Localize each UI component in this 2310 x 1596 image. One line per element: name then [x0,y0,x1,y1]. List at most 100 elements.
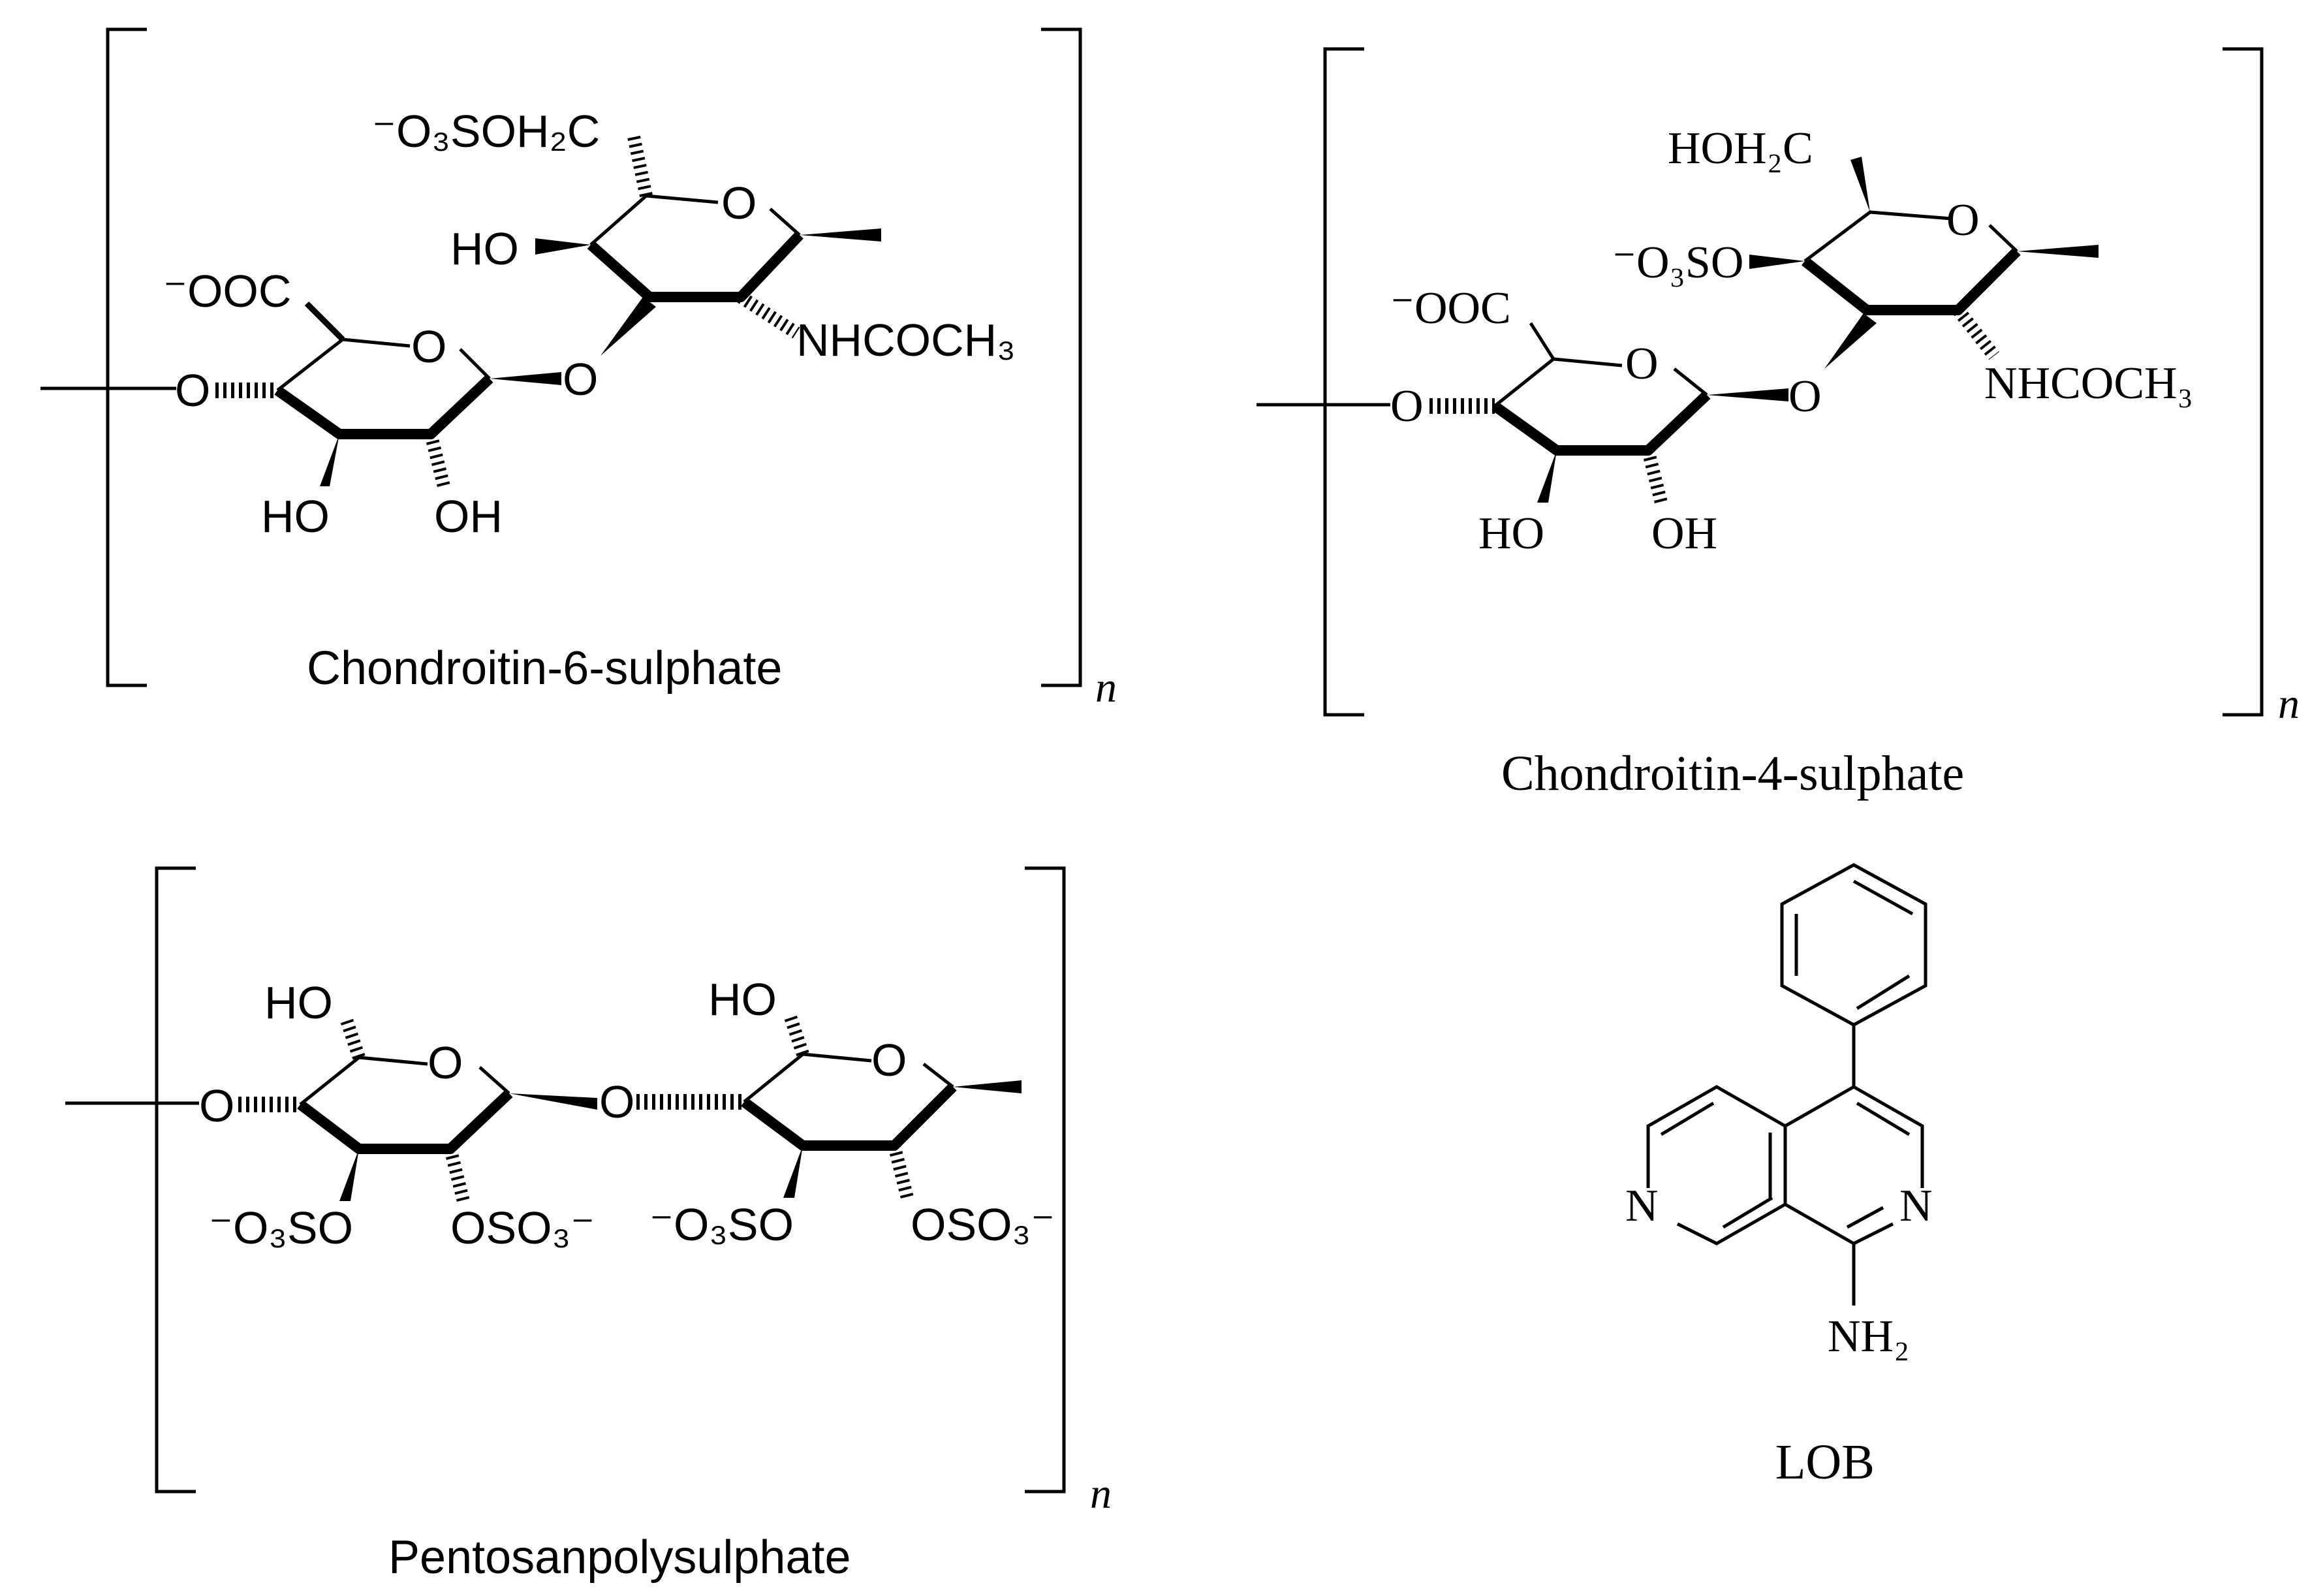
bracket-right [1025,866,1066,1494]
label-sulfate-ester: ⁻O₃SO [1612,238,1743,288]
label-glycosidic-oxygen: O [563,354,598,405]
bracket-right [2223,47,2264,717]
structure-pentosanpolysulphate: n O O HO ⁻O₃SO OSO₃⁻ O O HO ⁻O₃SO OSO₃⁻ … [65,866,1112,1584]
bond-carboxyl [1529,322,1555,360]
double-left-1 [1660,1101,1715,1136]
label-hydroxyl-c2: OH [434,491,503,542]
label-glycosidic-oxygen: O [1788,371,1822,422]
label-hydroxyl-c3: HO [261,491,330,542]
bracket-right [1041,27,1082,687]
ring-left-thin [276,337,411,392]
ring-right-thin [1803,210,1952,262]
wedge-methyl [800,228,881,242]
ring-a-o-bond [478,1066,510,1095]
label-hydroxyl-a: HO [264,977,333,1028]
bond-carboxyl [304,301,345,342]
wedge-ho-left [320,434,339,486]
double-right-1 [1856,1101,1911,1136]
wedge-ho-left [1537,450,1557,503]
ring-right-thin [589,194,719,246]
bracket-left [106,27,147,687]
ring-left [1646,1085,1787,1245]
caption-chondroitin-6-sulphate: Chondroitin-6-sulphate [307,642,782,695]
phenyl-double-2 [1856,974,1911,1010]
label-nitrogen-left: N [1625,1181,1659,1231]
label-ring-oxygen-left: O [1625,339,1659,389]
label-sulfate-a1: ⁻O₃SO [209,1202,353,1253]
label-ring-oxygen-right: O [721,178,757,228]
repeat-index: n [1090,1470,1112,1518]
label-carboxylate: ⁻OOC [1390,283,1511,334]
caption-lob: LOB [1775,1435,1875,1490]
hashed-nhac [737,291,800,339]
ring-right-bold [587,231,804,302]
bracket-left [155,866,196,1494]
ring-right-o-bond [769,208,801,236]
ring-left-o-bond [459,348,491,380]
label-ring-oxygen-right: O [1946,195,1980,245]
wedge-to-right-ring [601,297,656,356]
ring-left-thin [1493,357,1623,407]
label-carboxylate: ⁻OOC [163,266,291,317]
label-sulfate-b1: ⁻O₃SO [649,1199,794,1250]
label-nitrogen-right: N [1899,1181,1933,1231]
ring-b-o-bond [922,1063,954,1088]
wedge-sulfate-a1 [339,1149,359,1201]
label-amine: NH₂ [1828,1311,1910,1362]
phenyl-ring [1780,863,1928,1027]
structure-lob: N N NH₂ LOB [1625,863,1933,1490]
wedge-sulfate-b1 [783,1146,803,1198]
repeat-index: n [1095,664,1117,712]
label-ch2-sulfate: ⁻O₃SOH₂C [372,106,600,157]
ring-right-o-bond [1988,224,2018,253]
double-left-2 [1722,1196,1773,1229]
wedge-methyl [2017,245,2099,258]
label-ring-oxygen-left: O [411,321,446,372]
ring-left-bold [1491,391,1711,456]
wedge-methyl [953,1080,1022,1093]
wedge-sulfate [1749,255,1805,269]
hashed-oh-left [424,432,450,488]
ring-left-o-bond [1673,368,1708,396]
label-hydroxyl-c3: HO [1478,509,1544,559]
label-chain-oxygen: O [175,365,210,416]
label-sulfate-b2: OSO₃⁻ [911,1199,1055,1250]
label-acetamido: NHCOCH₃ [796,315,1016,366]
repeat-index: n [2278,680,2300,728]
label-sulfate-a2: OSO₃⁻ [450,1202,595,1253]
hashed-nhac [1953,305,1999,360]
ring-left-bold [274,375,493,439]
hashed-ho-b [783,1012,809,1057]
label-ring-oxygen-b: O [871,1035,907,1086]
wedge-glycosidic [490,372,561,385]
label-hydroxyl-c4: HO [450,223,519,274]
hashed-ho-a [339,1016,366,1060]
double-right-2 [1846,1206,1884,1229]
ring-b-bold [741,1083,957,1151]
hashed-sulfate-a2 [444,1147,470,1203]
wedge-ho-c4 [535,238,591,255]
label-acetamido: NHCOCH₃ [1984,358,2193,409]
ring-a-bold [297,1089,513,1154]
caption-chondroitin-4-sulphate: Chondroitin-4-sulphate [1501,746,1964,801]
phenyl-double-1 [1852,879,1914,916]
ring-right-bold [1802,247,2021,315]
label-ch2-group: HOH₂C [1668,123,1813,174]
label-chain-oxygen: O [1390,381,1424,431]
hashed-oh-left [1642,448,1668,505]
hashed-sulfate-b2 [888,1144,914,1200]
label-hydroxyl-c2: OH [1651,509,1717,559]
wedge-glycosidic [509,1093,597,1110]
structure-chondroitin-4-sulphate: n O O ⁻OOC HO OH O O HOH₂C ⁻O₃SO NHCOCH₃… [1256,47,2300,801]
hashed-ch2 [627,132,653,198]
wedge-ch2 [1850,157,1870,212]
wedge-glycosidic [1707,388,1788,401]
structure-chondroitin-6-sulphate: n O O ⁻OOC HO OH O O ⁻O₃SOH₂C HO NHCOCH₃ [40,27,1117,712]
ring-b-thin [743,1052,872,1103]
label-ring-oxygen-a: O [428,1037,463,1088]
caption-pentosanpolysulphate: Pentosanpolysulphate [388,1531,851,1584]
label-glycosidic-oxygen: O [599,1076,634,1127]
label-hydroxyl-b: HO [708,974,777,1025]
